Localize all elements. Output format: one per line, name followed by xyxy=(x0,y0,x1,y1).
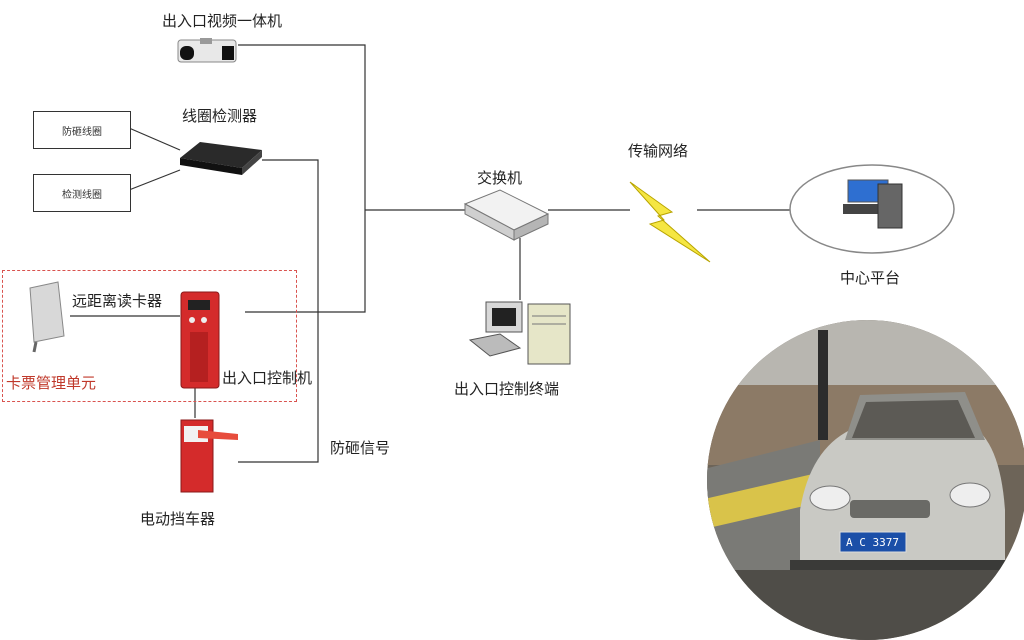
barrier-icon xyxy=(180,419,238,493)
controller-icon xyxy=(180,291,220,389)
loop-detector-icon xyxy=(180,142,262,175)
network-label: 传输网络 xyxy=(628,142,689,160)
anti-smash-signal-label: 防砸信号 xyxy=(330,439,391,457)
detector-line xyxy=(238,159,319,463)
car-photo xyxy=(707,320,1024,640)
detect-loop-label: 检测线圈 xyxy=(62,189,102,201)
camera-icon xyxy=(177,38,237,63)
detect-loop-box: 检测线圈 xyxy=(33,174,131,212)
center-platform-icon xyxy=(789,164,955,254)
terminal-icon xyxy=(468,301,571,365)
center-label: 中心平台 xyxy=(840,269,901,287)
license-plate: A C 3377 xyxy=(846,536,899,549)
controller-label: 出入口控制机 xyxy=(222,369,313,387)
switch-icon xyxy=(463,189,550,241)
anti-smash-loop-box: 防砸线圈 xyxy=(33,111,131,149)
reader-icon xyxy=(29,281,65,353)
terminal-label: 出入口控制终端 xyxy=(454,380,560,398)
card-ticket-unit-border xyxy=(2,270,297,402)
loop-detector-label: 线圈检测器 xyxy=(182,107,258,125)
anti-smash-loop-label: 防砸线圈 xyxy=(62,126,102,138)
lightning-icon xyxy=(629,181,711,263)
camera-label: 出入口视频一体机 xyxy=(162,12,283,30)
wiring xyxy=(70,44,790,463)
switch-label: 交换机 xyxy=(477,169,523,187)
barrier-label: 电动挡车器 xyxy=(140,510,216,528)
camera-line xyxy=(238,44,366,313)
loop2-line xyxy=(128,169,181,191)
card-ticket-unit-label: 卡票管理单元 xyxy=(6,374,97,392)
long-range-reader-label: 远距离读卡器 xyxy=(72,292,163,310)
loop1-line xyxy=(128,127,181,151)
